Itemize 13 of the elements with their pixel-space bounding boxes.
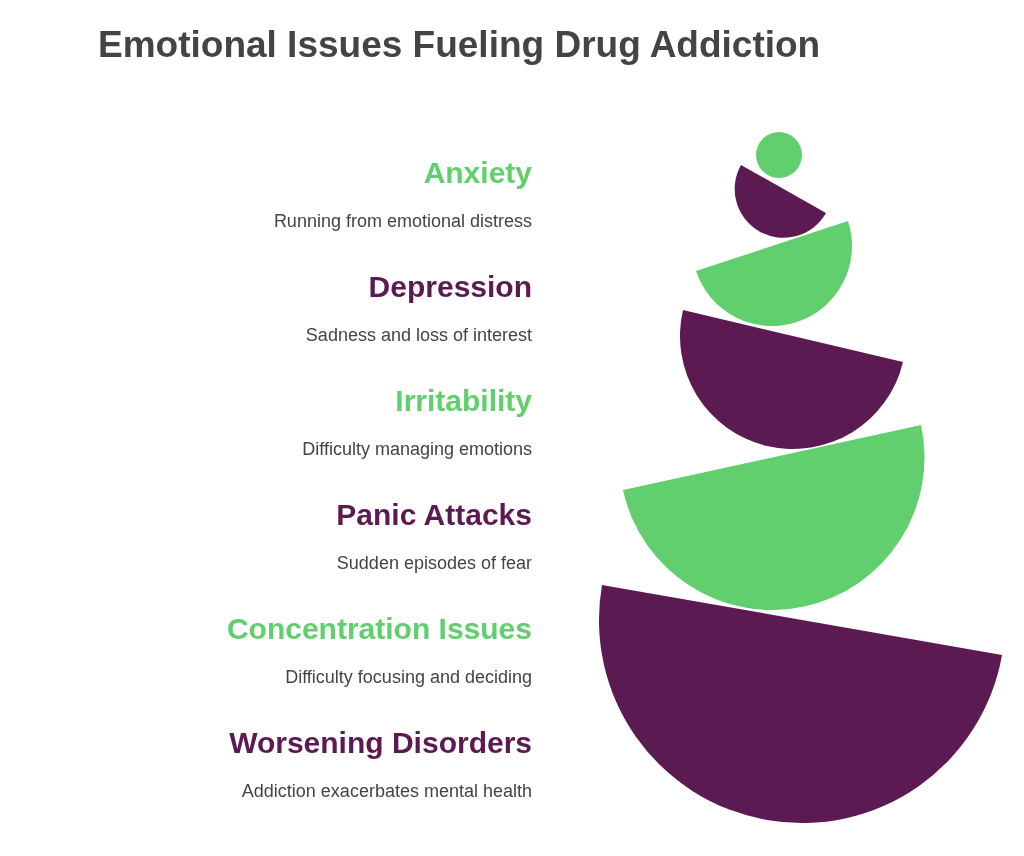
issue-heading: Concentration Issues (226, 611, 532, 647)
issue-heading: Worsening Disorders (229, 725, 532, 761)
title: Emotional Issues Fueling Drug Addiction (98, 24, 821, 66)
issue-description: Difficulty managing emotions (302, 438, 532, 460)
issue-heading: Anxiety (423, 155, 532, 191)
issue-description: Sadness and loss of interest (305, 324, 532, 346)
issue-description: Addiction exacerbates mental health (241, 780, 532, 802)
issue-description: Sudden episodes of fear (336, 552, 532, 574)
issue-heading: Irritability (395, 383, 532, 419)
issue-description: Running from emotional distress (273, 210, 532, 232)
issue-heading: Panic Attacks (336, 497, 532, 533)
issue-heading: Depression (368, 269, 532, 305)
issue-description: Difficulty focusing and deciding (285, 666, 532, 688)
